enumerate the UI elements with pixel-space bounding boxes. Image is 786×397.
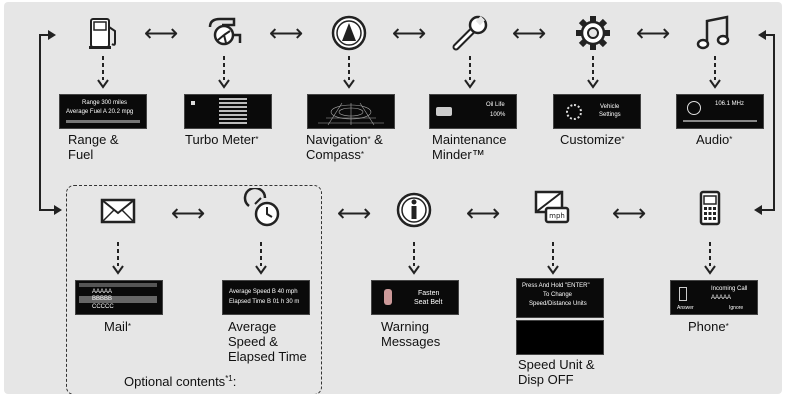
down-arrow (704, 242, 716, 275)
wrench-icon (450, 13, 490, 53)
warning-screen: Fasten Seat Belt (371, 280, 459, 315)
fasten-text: Fasten (418, 290, 440, 297)
seat-belt-text: Seat Belt (414, 299, 443, 306)
fuel-bar (66, 120, 140, 123)
info-icon (394, 190, 434, 230)
mail-list-header (79, 283, 157, 287)
range-fuel-label: Range &Fuel (68, 132, 119, 162)
phone-icon (690, 188, 730, 228)
turbo-marker (191, 101, 195, 105)
audio-label: Audio* (696, 132, 733, 147)
cycle-arrow: ⟷ (466, 199, 501, 227)
down-arrow (547, 242, 559, 275)
caller-name-text: AAAAA (711, 295, 732, 301)
down-arrow (112, 242, 124, 275)
navigation-compass-label: Navigation* &Compass* (306, 132, 383, 162)
ignore-text: Ignore (729, 305, 744, 311)
customize-label: Customize* (560, 132, 625, 147)
down-arrow (587, 56, 599, 89)
phone-screen: Incoming Call AAAAA Answer Ignore (670, 280, 758, 315)
elapsed-time-text: Elapsed Time B 01 h 30 m (229, 299, 300, 305)
maintenance-screen: Oil Life 100% (429, 94, 517, 129)
down-arrow (255, 242, 267, 275)
speed-unit-label: Speed Unit &Disp OFF (518, 357, 595, 387)
average-speed-screen: Average Speed B 40 mph Elapsed Time B 01… (222, 280, 310, 315)
phone-handset-icon (679, 287, 687, 301)
mail-screen: AAAAA BBBBB CCCCC (75, 280, 163, 315)
fuel-pump-icon (83, 13, 123, 53)
cycle-arrow: ⟷ (144, 19, 179, 47)
cycle-arrow: ⟷ (612, 199, 647, 227)
phone-label: Phone* (688, 319, 729, 334)
to-change-text: To Change (543, 292, 573, 298)
gear-icon (573, 13, 613, 53)
cycle-arrow: ⟷ (636, 19, 671, 47)
compass-screen (307, 94, 395, 129)
seatbelt-person-icon (384, 289, 392, 305)
cycle-arrow: ⟷ (337, 199, 372, 227)
diagram-panel: ⟷ ⟷ ⟷ ⟷ ⟷ Range 300 miles Average Fuel A… (4, 2, 782, 394)
mail-item-1: AAAAA (92, 289, 113, 295)
frequency-text: 106.1 MHz (715, 101, 745, 107)
range-fuel-screen: Range 300 miles Average Fuel A 20.2 mpg (59, 94, 147, 129)
incoming-call-text: Incoming Call (711, 286, 748, 292)
compass-grid (318, 102, 384, 126)
down-arrow (464, 56, 476, 89)
music-note-icon (695, 13, 735, 53)
customize-screen: Vehicle Settings (553, 94, 641, 129)
speed-time-icon (241, 188, 281, 228)
down-arrow (343, 56, 355, 89)
average-speed-text: Average Speed B 40 mph (229, 289, 298, 295)
down-arrow (408, 242, 420, 275)
cycle-arrow: ⟷ (512, 19, 547, 47)
audio-dial-icon (687, 101, 701, 115)
svg-text:mph: mph (549, 212, 565, 220)
speed-unit-screen: Press And Hold "ENTER" To Change Speed/D… (516, 278, 604, 318)
oil-life-value: 100% (490, 112, 506, 118)
turbo-meter-screen (184, 94, 272, 129)
range-text: Range 300 miles (82, 100, 128, 106)
average-fuel-text: Average Fuel A 20.2 mpg (66, 109, 134, 115)
cycle-arrow: ⟷ (269, 19, 304, 47)
vehicle-text: Vehicle (600, 104, 620, 110)
mail-label: Mail* (104, 319, 131, 334)
cycle-arrow: ⟷ (392, 19, 427, 47)
press-hold-text: Press And Hold "ENTER" (522, 283, 590, 289)
turbo-icon (204, 13, 244, 53)
audio-screen: 106.1 MHz (676, 94, 764, 129)
speed-unit-icon: mph (532, 188, 572, 228)
optional-contents-label: Optional contents*1: (124, 374, 237, 389)
down-arrow (709, 56, 721, 89)
turbo-meter-label: Turbo Meter* (185, 132, 259, 147)
loop-connector-lines (39, 30, 775, 215)
down-arrow (218, 56, 230, 89)
cycle-arrow: ⟷ (171, 199, 206, 227)
mail-item-2-highlight (79, 296, 157, 303)
oil-can-icon (436, 107, 452, 116)
mail-item-3: CCCCC (92, 304, 114, 310)
optional-contents-box (66, 185, 322, 394)
envelope-icon (98, 190, 138, 230)
settings-text: Settings (599, 112, 621, 118)
answer-text: Answer (677, 305, 694, 311)
down-arrow (97, 56, 109, 89)
mail-item-2: BBBBB (92, 296, 113, 302)
display-off-screen (516, 320, 604, 355)
compass-icon (329, 13, 369, 53)
turbo-gauge (219, 98, 247, 124)
settings-gear-icon (566, 104, 582, 120)
audio-bar (683, 120, 757, 122)
speed-distance-text: Speed/Distance Units (529, 301, 587, 307)
oil-life-label: Oil Life (486, 102, 505, 108)
